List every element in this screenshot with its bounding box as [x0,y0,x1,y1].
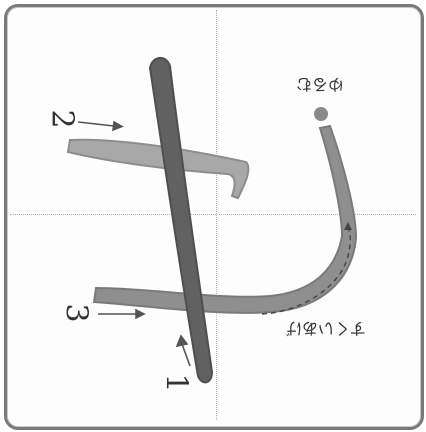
stroke-number-2: 2 [47,109,77,128]
stroke-2 [68,140,248,198]
stroke-1 [150,58,212,382]
arrow-1 [182,344,190,366]
label-yurumu: ゆるむ [296,74,344,98]
arrow-2 [78,122,114,126]
stroke-number-3: 3 [61,303,91,322]
label-sukuiage: すくいあげ [286,318,366,342]
stroke-number-1: 1 [161,373,191,392]
dot [314,107,328,121]
